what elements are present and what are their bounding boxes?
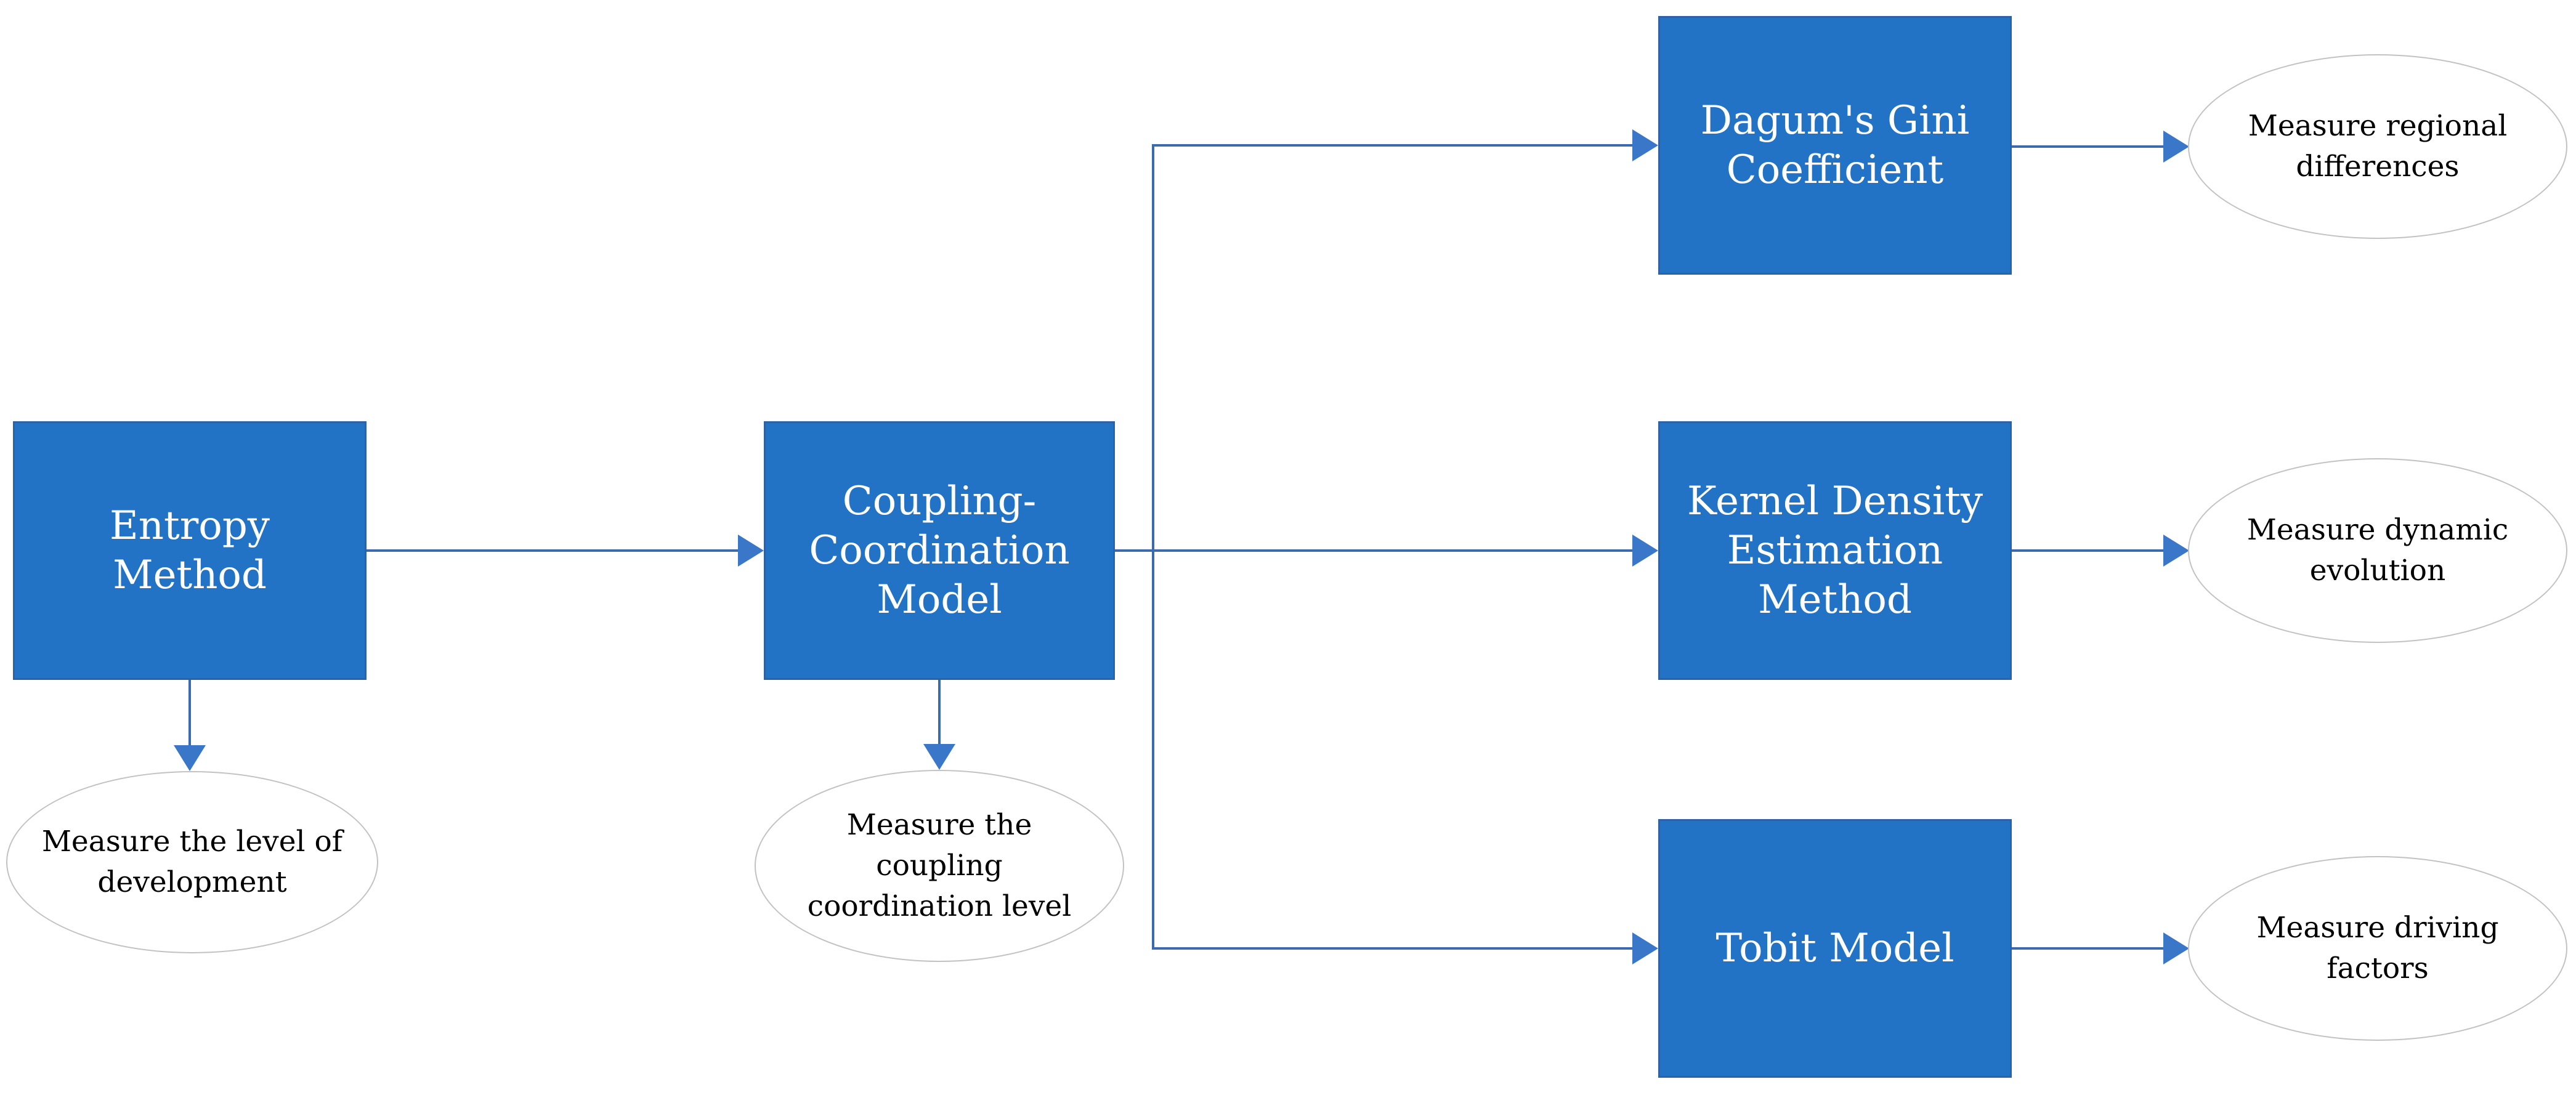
node-kernel-density-estimation-method: Kernel Density Estimation Method xyxy=(1658,421,2012,680)
connector-branch-to-dagum xyxy=(1152,129,1658,161)
arrowhead-icon xyxy=(2163,932,2189,964)
connector-branch-to-tobit xyxy=(1152,932,1658,964)
arrowhead-icon xyxy=(2163,131,2189,163)
ellipse-measure-development-level: Measure the level of development xyxy=(6,771,378,953)
arrowhead-icon xyxy=(923,744,955,770)
arrowhead-icon xyxy=(1632,535,1658,567)
ellipse-measure-regional-differences: Measure regional differences xyxy=(2188,54,2567,239)
connector-tobit-to-driving-ellipse xyxy=(2012,932,2189,964)
ellipse-measure-dynamic-evolution: Measure dynamic evolution xyxy=(2188,458,2567,643)
connector-dagum-to-regional-ellipse xyxy=(2012,131,2189,163)
connector-coupling-to-coordination-ellipse xyxy=(923,680,955,770)
node-coupling-coordination-model: Coupling- Coordination Model xyxy=(764,421,1115,680)
arrowhead-icon xyxy=(1632,932,1658,964)
connector-entropy-to-development-ellipse xyxy=(174,680,206,771)
ellipse-measure-coupling-coordination-level: Measure the coupling coordination level xyxy=(755,770,1124,962)
ellipse-label: Measure the coupling coordination level xyxy=(807,808,1072,923)
arrowhead-icon xyxy=(1632,129,1658,161)
node-label: Kernel Density Estimation Method xyxy=(1687,479,1983,623)
arrowhead-icon xyxy=(738,535,764,567)
node-label: Dagum's Gini Coefficient xyxy=(1700,98,1970,193)
node-dagums-gini-coefficient: Dagum's Gini Coefficient xyxy=(1658,16,2012,275)
ellipse-label: Measure driving factors xyxy=(2256,911,2499,985)
node-label: Coupling- Coordination Model xyxy=(809,479,1070,623)
ellipse-label: Measure dynamic evolution xyxy=(2246,513,2509,588)
node-label: Tobit Model xyxy=(1715,926,1954,971)
node-entropy-method: Entropy Method xyxy=(13,421,367,680)
connector-coupling-to-kernel xyxy=(1115,535,1658,567)
node-tobit-model: Tobit Model xyxy=(1658,819,2012,1078)
ellipse-label: Measure regional differences xyxy=(2248,109,2508,184)
arrowhead-icon xyxy=(2163,535,2189,567)
ellipse-measure-driving-factors: Measure driving factors xyxy=(2188,856,2567,1041)
node-label: Entropy Method xyxy=(110,503,270,598)
ellipse-label: Measure the level of development xyxy=(41,825,343,899)
connector-kernel-to-dynamic-ellipse xyxy=(2012,535,2189,567)
arrowhead-icon xyxy=(174,745,206,771)
connector-entropy-to-coupling xyxy=(367,535,764,567)
